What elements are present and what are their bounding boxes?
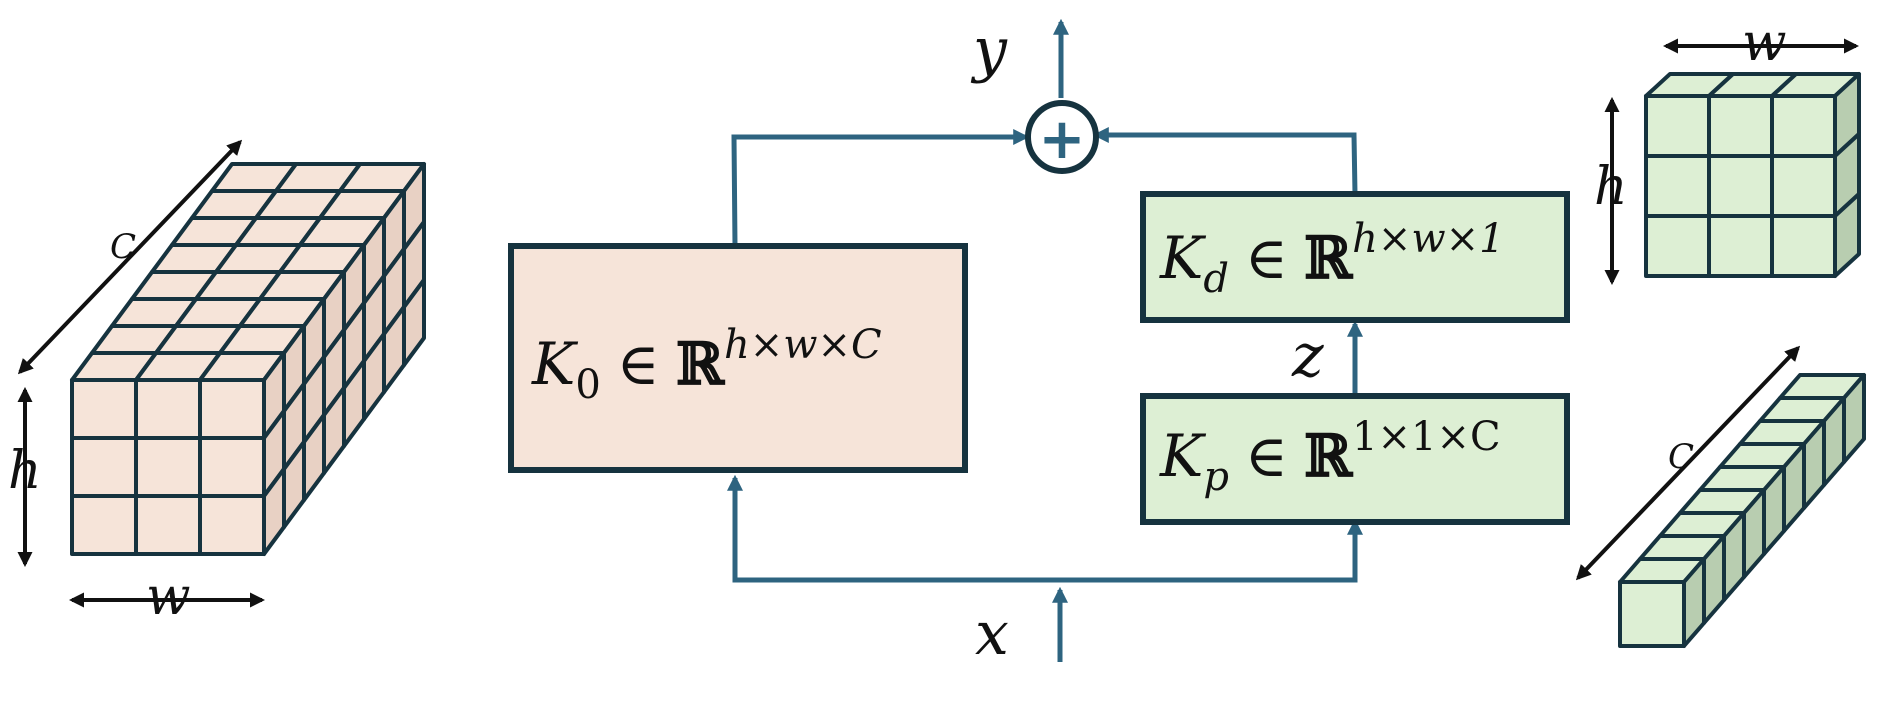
cube-front-cell: [1770, 214, 1837, 278]
flow-connections: [726, 18, 1364, 662]
right-bottom-depth-arrow: [1575, 345, 1801, 581]
cube-front-cell: [198, 378, 266, 440]
cube-front-cell: [1707, 214, 1774, 278]
left-cube-height-label: h: [8, 441, 42, 501]
left-cube-depth-arrow: [17, 139, 243, 375]
cube-front-cell: [134, 494, 202, 556]
left-cube-width-label: w: [146, 567, 191, 627]
block-k0: K0∈ℝh×w×C: [508, 243, 968, 473]
right-bottom-column-grid: [1618, 373, 1866, 648]
cube-front-cell: [1644, 154, 1711, 218]
right-bottom-depth-label: C: [1668, 437, 1694, 477]
cube-front-cell: [198, 436, 266, 498]
cube-front-cell: [1707, 154, 1774, 218]
block-kd-formula: Kd∈ℝh×w×1: [1159, 216, 1505, 302]
block-k0-box: [508, 243, 968, 473]
sum-circle: [1025, 100, 1099, 174]
kd-to-sum-line: [1092, 126, 1358, 195]
cube-front-cell: [1644, 94, 1711, 158]
cube-front-cell: [1770, 154, 1837, 218]
block-kp: Kp∈ℝ1×1×C: [1140, 393, 1570, 525]
left-cube-grid: [70, 162, 426, 556]
cube-front-cell: [1707, 94, 1774, 158]
cube-front-cell: [70, 494, 138, 556]
sum-plus-symbol: +: [1039, 107, 1086, 172]
block-kd-box: [1140, 191, 1570, 323]
output-y-label: y: [970, 15, 1008, 85]
block-k0-formula: K0∈ℝh×w×C: [531, 322, 882, 408]
cube-front-cell: [70, 378, 138, 440]
cube-front-cell: [1644, 214, 1711, 278]
cube-front-cell: [134, 436, 202, 498]
right-depthwise-kernel: w h: [1594, 13, 1861, 286]
right-top-width-label: w: [1742, 13, 1787, 73]
left-cube-depth-label: C: [110, 227, 136, 267]
block-kp-box: [1140, 393, 1570, 525]
cube-front-cell: [1618, 580, 1686, 648]
right-top-cube-grid: [1644, 72, 1861, 278]
sum-node: +: [1025, 100, 1099, 174]
left-kernel-cube: C h w: [8, 139, 426, 627]
block-kp-formula: Kp∈ℝ1×1×C: [1159, 414, 1501, 500]
k0-to-sum-line: [731, 128, 1030, 247]
cube-front-cell: [1770, 94, 1837, 158]
cube-front-cell: [134, 378, 202, 440]
cube-front-cell: [198, 494, 266, 556]
intermediate-z-label: z: [1291, 321, 1324, 391]
block-kd: Kd∈ℝh×w×1: [1140, 191, 1570, 323]
cube-front-cell: [70, 436, 138, 498]
input-x-label: x: [975, 599, 1009, 669]
right-top-height-label: h: [1594, 157, 1628, 217]
right-pointwise-kernel: C: [1575, 345, 1866, 648]
